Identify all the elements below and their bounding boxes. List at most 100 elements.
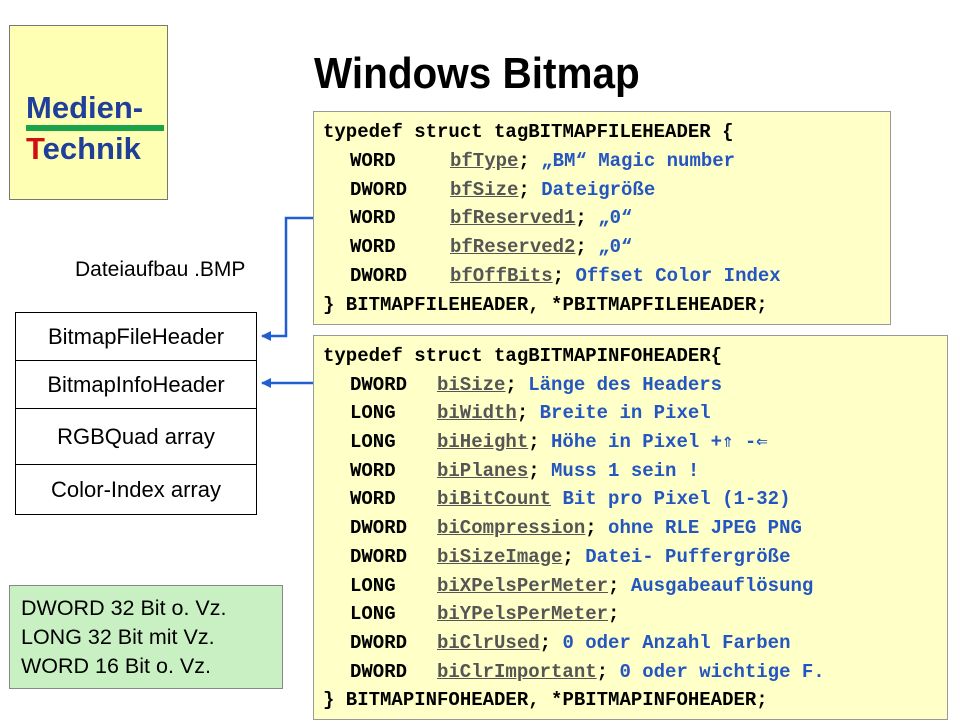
field-separator: ; [516,402,540,425]
struct-field-line: DWORD bfSize; Dateigröße [323,176,890,205]
field-comment: „BM“ Magic number [541,149,736,172]
field-name: biSizeImage [437,545,563,568]
field-type: DWORD [350,264,408,287]
field-separator: ; [518,149,542,172]
field-name: bfSize [450,178,519,201]
field-comment: „0“ [598,236,633,259]
field-name: bfOffBits [450,264,553,287]
struct-field-line: DWORD biClrUsed; 0 oder Anzahl Farben [323,629,947,658]
struct-field-line: DWORD biCompression; ohne RLE JPEG PNG [323,514,947,543]
field-comment: Datei- Puffergröße [585,545,791,568]
field-name: bfType [450,149,519,172]
file-header-arrow [261,216,313,341]
field-separator: ; [518,178,542,201]
type-legend: DWORD 32 Bit o. Vz. LONG 32 Bit mit Vz. … [9,585,283,689]
field-type: WORD [350,236,396,259]
struct-field-line: DWORD biClrImportant; 0 oder wichtige F. [323,658,947,687]
field-separator: ; [585,517,609,540]
logo-line-2-initial: T [26,131,43,166]
struct-field-line: WORD bfReserved2; „0“ [323,233,890,262]
struct-open-line: typedef struct tagBITMAPFILEHEADER { [323,121,734,143]
struct-field-line: LONG biXPelsPerMeter; Ausgabeauflösung [323,572,947,601]
field-comment: ohne RLE JPEG PNG [608,517,802,540]
struct-field-line: LONG biWidth; Breite in Pixel [323,399,947,428]
layout-bitmapinfoheader: BitmapInfoHeader [15,360,257,409]
field-separator: ; [575,236,599,259]
field-separator: ; [528,431,552,454]
struct-close-line: } BITMAPINFOHEADER, *PBITMAPINFOHEADER; [323,689,768,712]
field-comment: Bit pro Pixel (1-32) [562,488,791,511]
struct-field-line: LONG biYPelsPerMeter; [323,600,947,629]
field-comment: Ausgabeauflösung [630,574,814,597]
field-name: biHeight [437,431,529,454]
logo-line-2: Technik [26,133,141,164]
field-separator: ; [562,545,586,568]
field-comment: Höhe in Pixel +⇑ -⇐ [551,431,768,454]
page-title: Windows Bitmap [314,49,640,98]
logo-line-2-rest: echnik [42,131,141,166]
struct-field-line: DWORD bfOffBits; Offset Color Index [323,262,890,291]
field-name: biYPelsPerMeter [437,603,609,626]
subtitle: Dateiaufbau .BMP [75,258,246,281]
field-name: biSize [437,373,506,396]
field-name: bfReserved1 [450,207,576,230]
file-header-code: typedef struct tagBITMAPFILEHEADER { WORD… [313,111,891,325]
field-type: WORD [350,488,396,511]
legend-long: LONG 32 Bit mit Vz. [21,625,215,649]
struct-field-line: DWORD biSize; Länge des Headers [323,371,947,400]
field-separator: ; [608,574,631,597]
struct-field-line: WORD bfReserved1; „0“ [323,204,890,233]
field-type: LONG [350,402,396,425]
struct-open-line: typedef struct tagBITMAPINFOHEADER{ [323,345,723,367]
field-type: WORD [350,149,396,172]
field-separator: ; [596,660,620,683]
field-type: DWORD [350,517,408,540]
field-separator: ; [505,373,529,396]
field-type: DWORD [350,660,408,683]
struct-field-line: WORD biPlanes; Muss 1 sein ! [323,457,947,486]
field-separator: ; [608,603,620,626]
field-type: DWORD [350,631,408,654]
field-name: biClrUsed [437,631,540,654]
struct-close-line: } BITMAPFILEHEADER, *PBITMAPFILEHEADER; [323,293,768,316]
layout-color-index-array: Color-Index array [15,464,257,515]
field-name: bfReserved2 [450,236,576,259]
field-type: LONG [350,431,396,454]
info-header-code: typedef struct tagBITMAPINFOHEADER{ DWORD… [313,335,948,720]
field-type: WORD [350,207,396,230]
field-name: biCompression [437,517,586,540]
field-comment: Dateigröße [541,178,656,201]
layout-bitmapfileheader: BitmapFileHeader [15,312,257,361]
field-name: biWidth [437,402,517,425]
field-type: LONG [350,574,396,597]
legend-dword: DWORD 32 Bit o. Vz. [21,596,227,620]
field-separator: ; [528,459,552,482]
field-comment: 0 oder Anzahl Farben [562,631,791,654]
field-type: DWORD [350,373,408,396]
field-comment: Länge des Headers [528,373,723,396]
field-name: biBitCount [437,488,552,511]
field-name: biXPelsPerMeter [437,574,609,597]
field-name: biPlanes [437,459,529,482]
field-type: DWORD [350,545,408,568]
field-name: biClrImportant [437,660,597,683]
field-comment: „0“ [598,207,633,230]
logo: Medien- Technik [9,25,168,200]
logo-bar [26,125,164,131]
struct-field-line: DWORD biSizeImage; Datei- Puffergröße [323,543,947,572]
field-comment: Breite in Pixel [539,402,711,425]
field-comment: Offset Color Index [575,264,781,287]
layout-rgbquad-array: RGBQuad array [15,408,257,465]
field-type: WORD [350,459,396,482]
field-separator: ; [552,264,576,287]
legend-word: WORD 16 Bit o. Vz. [21,654,211,678]
field-separator: ; [539,631,563,654]
field-comment: 0 oder wichtige F. [619,660,825,683]
field-comment: Muss 1 sein ! [551,459,700,482]
field-type: DWORD [350,178,408,201]
field-separator: ; [575,207,599,230]
field-type: LONG [350,603,396,626]
struct-field-line: WORD bfType; „BM“ Magic number [323,147,890,176]
struct-field-line: LONG biHeight; Höhe in Pixel +⇑ -⇐ [323,428,947,457]
